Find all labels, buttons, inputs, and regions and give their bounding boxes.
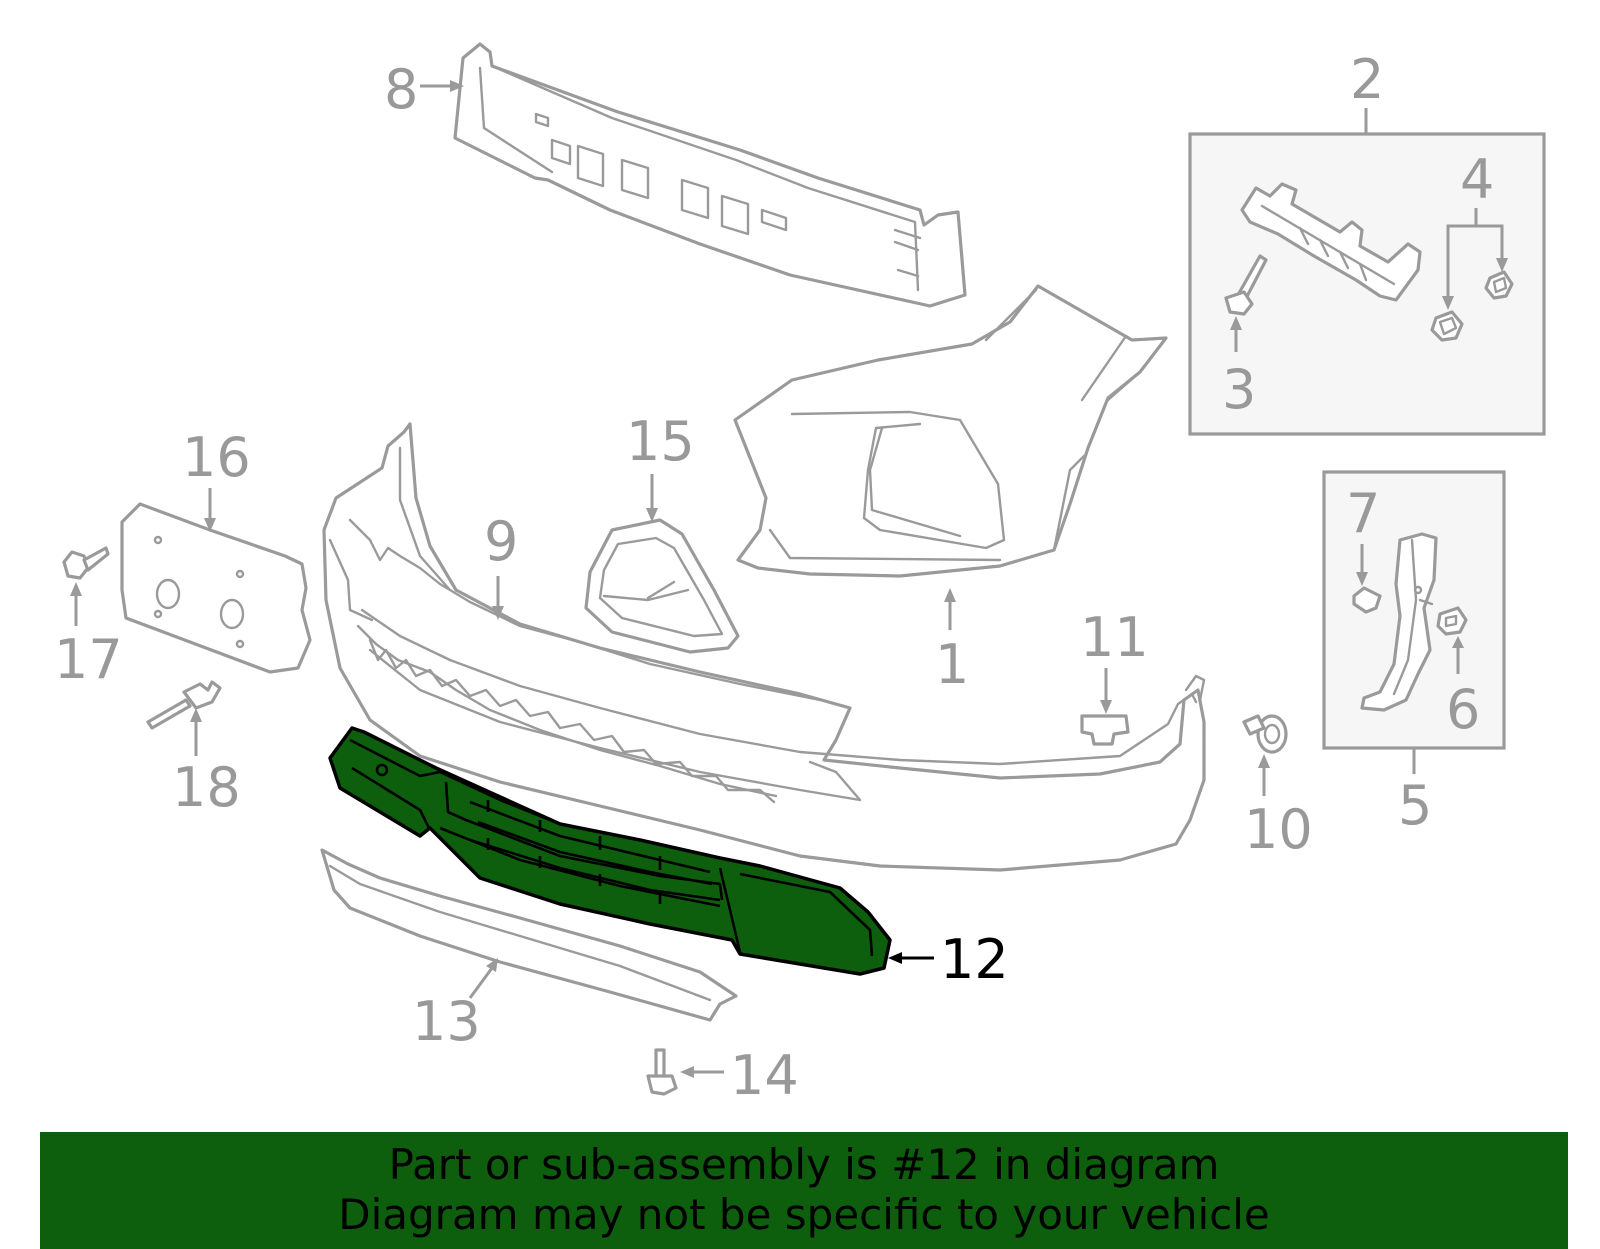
part-15-bezel[interactable]: [584, 518, 740, 654]
svg-text:7: 7: [1346, 482, 1380, 545]
svg-text:3: 3: [1222, 358, 1256, 421]
svg-text:5: 5: [1398, 774, 1432, 837]
part-9-fascia-lower[interactable]: [322, 422, 1206, 872]
banner-line-2: Diagram may not be specific to your vehi…: [338, 1190, 1270, 1239]
banner-line-1: Part or sub-assembly is #12 in diagram: [388, 1140, 1220, 1189]
part-18-rivet[interactable]: [146, 680, 222, 730]
svg-text:2: 2: [1350, 48, 1384, 111]
svg-text:8: 8: [384, 58, 418, 121]
svg-text:17: 17: [54, 628, 123, 691]
part-11-clip[interactable]: [1080, 714, 1130, 746]
part-12-lower-grille[interactable]: [328, 726, 892, 976]
svg-text:9: 9: [484, 510, 518, 573]
callout-1: 1: [935, 588, 969, 696]
callout-5: 5: [1398, 748, 1432, 837]
callout-11: 11: [1080, 606, 1149, 714]
part-14-bolt[interactable]: [646, 1048, 678, 1096]
part-7-clip[interactable]: [1352, 586, 1382, 614]
part-10-push-pin[interactable]: [1242, 714, 1288, 754]
part-2-bracket[interactable]: [1240, 182, 1422, 302]
callout-4: 4: [1442, 148, 1508, 310]
callout-18: 18: [172, 708, 241, 819]
callout-14: 14: [680, 1044, 799, 1107]
callout-15: 15: [626, 410, 695, 522]
callout-2: 2: [1350, 48, 1384, 134]
callout-12: 12: [888, 928, 1009, 991]
callout-17: 17: [54, 582, 123, 691]
svg-text:12: 12: [940, 928, 1009, 991]
svg-text:13: 13: [412, 990, 481, 1053]
part-3-bolt[interactable]: [1224, 254, 1268, 316]
svg-text:11: 11: [1080, 606, 1149, 669]
part-4-nuts[interactable]: [1430, 270, 1514, 342]
callout-10: 10: [1244, 754, 1313, 861]
part-5-side-bracket[interactable]: [1360, 532, 1438, 712]
part-16-license-bracket[interactable]: [120, 502, 312, 674]
callout-8: 8: [384, 58, 464, 121]
svg-text:6: 6: [1446, 678, 1480, 741]
callout-16: 16: [182, 426, 251, 532]
svg-text:18: 18: [172, 756, 241, 819]
callout-6: 6: [1446, 636, 1480, 741]
svg-text:15: 15: [626, 410, 695, 473]
svg-text:14: 14: [730, 1044, 799, 1107]
svg-text:1: 1: [935, 633, 969, 696]
svg-text:4: 4: [1460, 148, 1494, 211]
callout-9: 9: [484, 510, 518, 620]
part-17-screw[interactable]: [62, 546, 110, 580]
part-13-trim-strip[interactable]: [320, 848, 738, 1022]
part-1-fascia-upper[interactable]: [733, 284, 1168, 578]
info-banner: Part or sub-assembly is #12 in diagram D…: [40, 1132, 1568, 1249]
part-8-absorber[interactable]: [453, 42, 967, 308]
part-6-nut[interactable]: [1436, 606, 1468, 636]
callout-7: 7: [1346, 482, 1380, 586]
callout-3: 3: [1222, 316, 1256, 421]
svg-text:10: 10: [1244, 798, 1313, 861]
svg-text:16: 16: [182, 426, 251, 489]
callout-13: 13: [412, 958, 498, 1053]
